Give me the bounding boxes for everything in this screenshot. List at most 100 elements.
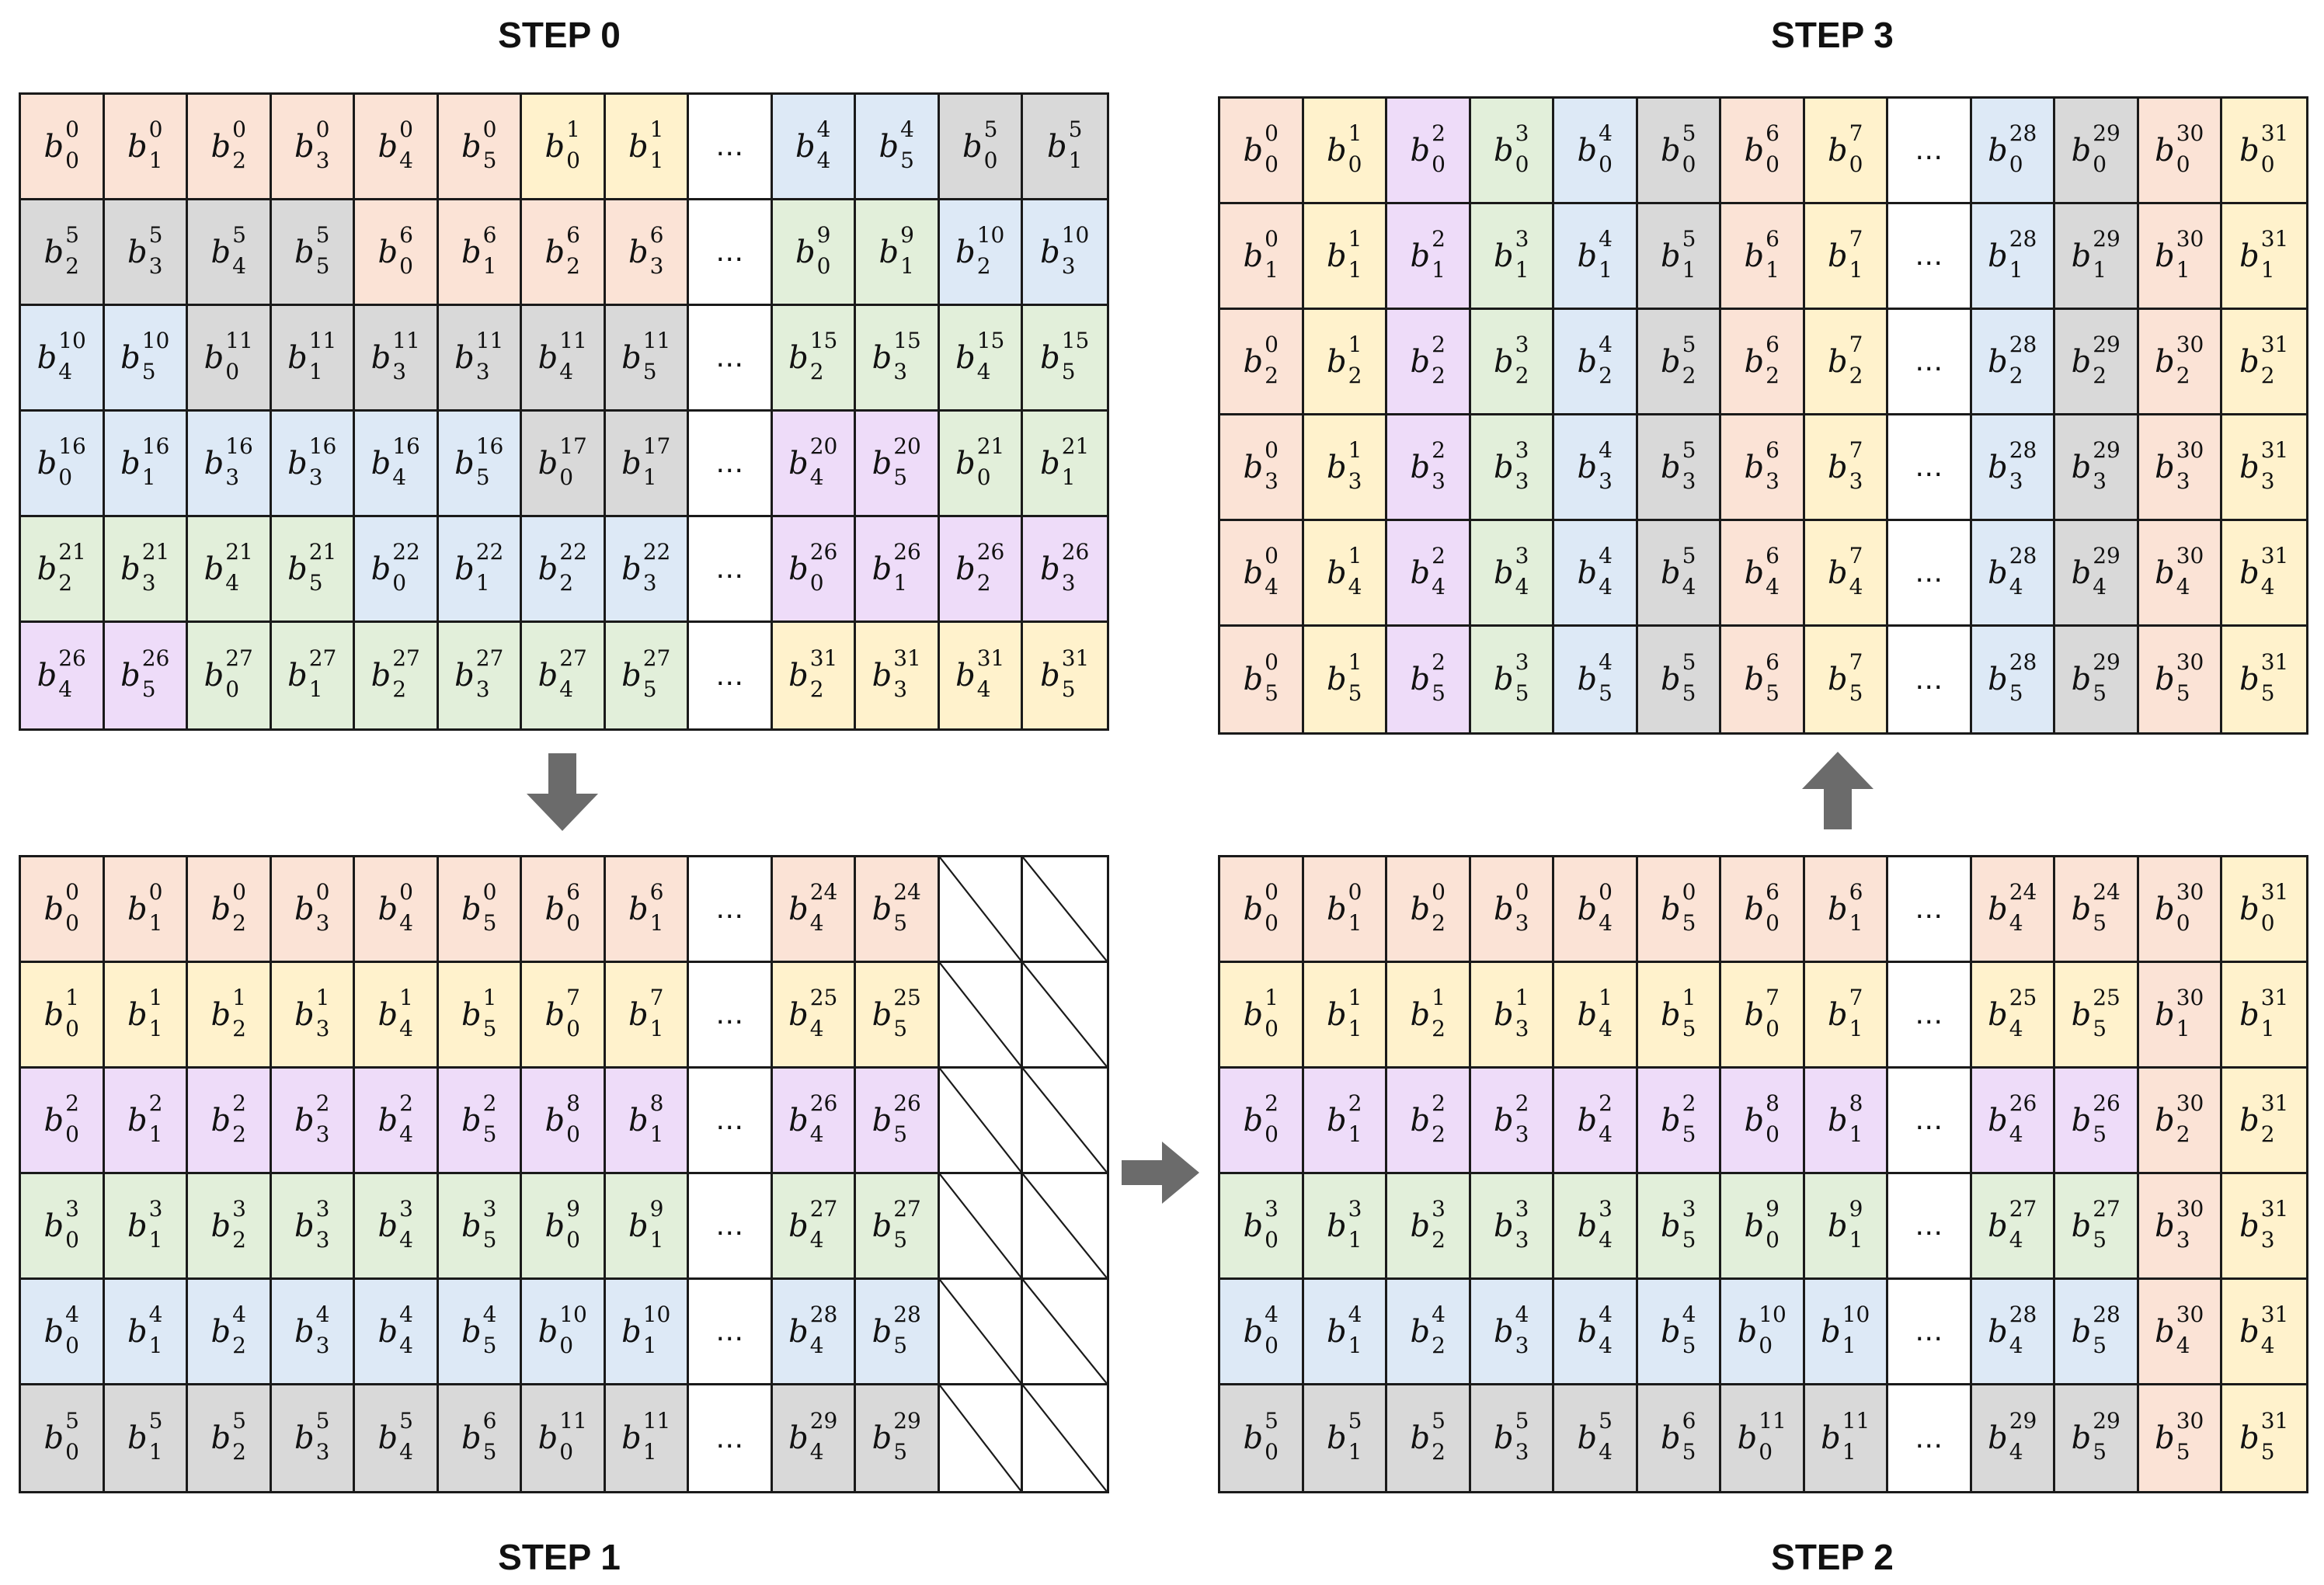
block-superscript: 1: [1515, 984, 1529, 1010]
block-superscript: 1: [232, 984, 246, 1010]
block-subscript: 2: [2260, 362, 2275, 388]
block-superscript: 1: [1348, 542, 1362, 568]
block-superscript: 0: [1348, 878, 1362, 905]
block-subscript: 4: [1515, 573, 1529, 600]
ellipsis-cell: …: [1888, 627, 1972, 732]
block-base: b: [294, 996, 315, 1033]
block-base: b: [1744, 132, 1765, 169]
block-base: b: [955, 234, 976, 270]
block-base: b: [127, 234, 148, 270]
block-subscript: 3: [1766, 468, 1780, 494]
block-base: b: [2155, 554, 2175, 591]
ellipsis-cell: …: [1888, 310, 1972, 415]
block-base: b: [2239, 1420, 2260, 1456]
block-subscript: 1: [2093, 256, 2107, 283]
block-base: b: [621, 658, 642, 693]
block-superscript: 7: [1849, 542, 1863, 568]
block-subscript: 1: [900, 252, 914, 279]
block-superscript: 6: [1766, 331, 1780, 357]
block-subscript: 2: [1432, 909, 1446, 936]
block-base: b: [544, 234, 565, 270]
block-base: b: [1327, 238, 1347, 274]
block-base: b: [1577, 1102, 1598, 1138]
block-base: b: [872, 551, 892, 587]
block-superscript: 24: [2093, 878, 2120, 905]
block-superscript: 0: [1265, 436, 1279, 463]
block-base: b: [2155, 1313, 2175, 1350]
block-subscript: 3: [315, 1332, 330, 1358]
block-superscript: 31: [976, 645, 1005, 671]
block-subscript: 0: [65, 1015, 79, 1041]
block-subscript: 5: [893, 1226, 908, 1253]
block-subscript: 1: [141, 464, 156, 490]
block-subscript: 3: [1515, 468, 1529, 494]
block-base: b: [1828, 1102, 1848, 1138]
block-superscript: 25: [809, 984, 838, 1010]
block-superscript: 29: [2093, 1408, 2120, 1434]
ellipsis-cell: …: [1888, 415, 1972, 521]
block-superscript: 4: [1265, 1301, 1279, 1327]
block-superscript: 0: [148, 116, 163, 142]
block-superscript: 7: [649, 984, 664, 1010]
block-superscript: 3: [399, 1195, 413, 1222]
block-subscript: 5: [482, 1015, 497, 1041]
block-subscript: 0: [809, 569, 824, 596]
block-subscript: 2: [1265, 362, 1279, 388]
empty-hatched-cell: [1023, 1069, 1107, 1174]
block-base: b: [1828, 891, 1848, 927]
block-superscript: 5: [1682, 649, 1696, 675]
block-superscript: 6: [1766, 120, 1780, 146]
block-subscript: 5: [2176, 680, 2190, 706]
block-superscript: 15: [893, 327, 921, 353]
block-subscript: 2: [65, 252, 79, 279]
block-superscript: 27: [2093, 1195, 2120, 1222]
block-superscript: 28: [2009, 436, 2037, 463]
block-superscript: 20: [893, 433, 921, 459]
block-base: b: [1327, 996, 1347, 1033]
block-superscript: 10: [642, 1301, 671, 1327]
block-base: b: [1744, 662, 1765, 697]
block-superscript: 11: [559, 1408, 587, 1434]
block-base: b: [1327, 554, 1347, 591]
diagonal-hatch-icon: [940, 1385, 1021, 1491]
block-superscript: 0: [232, 116, 246, 142]
